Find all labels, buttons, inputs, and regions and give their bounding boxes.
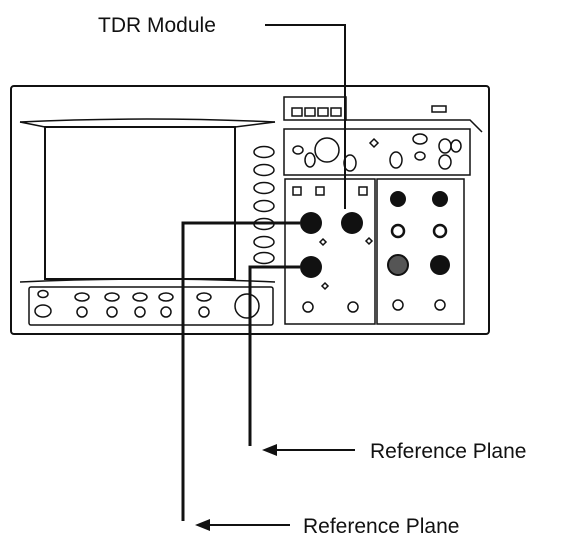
arrow-icon — [195, 519, 290, 531]
reference-plane-label: Reference Plane — [370, 440, 526, 463]
reference-plane-label: Reference Plane — [303, 515, 459, 538]
display-screen — [19, 121, 276, 283]
upper-control-panel — [283, 128, 471, 176]
arrow-icon — [262, 444, 355, 456]
right-module — [376, 178, 465, 325]
cable-1 — [181, 221, 300, 521]
cable-2 — [248, 265, 300, 446]
tdr-connectors — [300, 212, 363, 278]
side-menu-buttons — [253, 145, 275, 265]
module-label: TDR Module — [98, 14, 216, 37]
tdr-module — [284, 178, 376, 325]
module-callout-line — [265, 24, 346, 209]
bottom-control-strip — [28, 286, 274, 326]
top-right-panel — [283, 96, 483, 133]
